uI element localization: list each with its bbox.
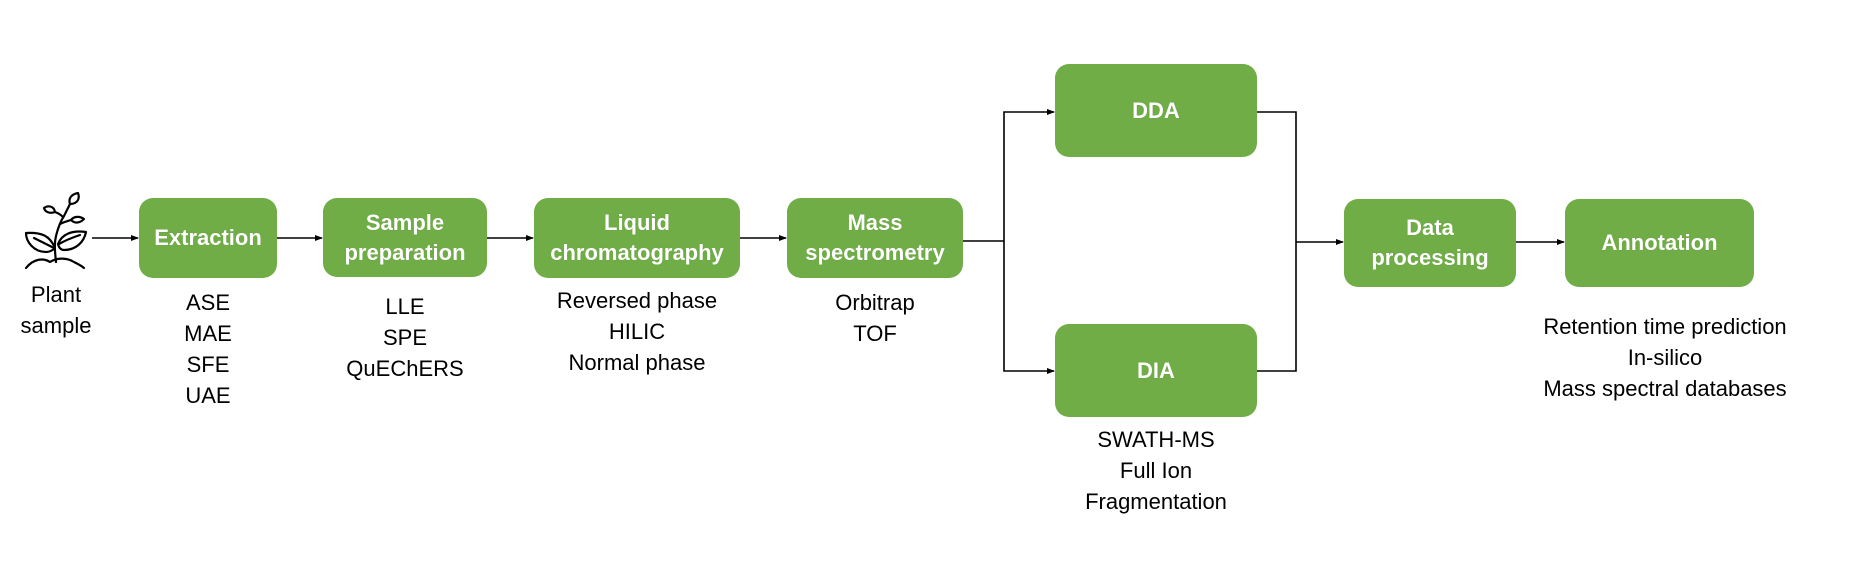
annotation-title: Annotation (1601, 230, 1718, 255)
method-ase: ASE (185, 290, 231, 315)
plant-label-line-1: Plant (30, 282, 82, 307)
method-orbitrap: Orbitrap (835, 290, 915, 315)
sample-preparation-title-line-2: preparation (344, 239, 466, 265)
sample-preparation-title-line-1: Sample (365, 209, 445, 235)
method-tof: TOF (853, 321, 897, 346)
sample-preparation-methods: LLE SPE QuEChERS (325, 291, 485, 384)
plant-sample-label: Plant sample (10, 279, 102, 341)
data-processing-title-line-2: processing (1371, 245, 1489, 270)
mass-spectrometry-methods: Orbitrap TOF (795, 287, 955, 349)
method-mass-spectral-databases: Mass spectral databases (1543, 376, 1787, 401)
method-sfe: SFE (186, 352, 230, 377)
method-reversed-phase: Reversed phase (556, 288, 718, 313)
sample-preparation-box: Sample preparation (323, 198, 487, 277)
dia-title: DIA (1137, 357, 1175, 383)
data-processing-box: Data processing (1344, 199, 1516, 287)
lc-title-line-2: chromatography (550, 240, 724, 265)
method-fragmentation: Fragmentation (1085, 489, 1227, 514)
lc-title-line-1: Liquid (604, 210, 670, 235)
arrow-ms-to-dda (1003, 109, 1055, 241)
data-processing-title-line-1: Data (1406, 215, 1454, 240)
method-swath-ms: SWATH-MS (1097, 427, 1215, 452)
method-hilic: HILIC (608, 319, 666, 344)
plant-label-line-2: sample (20, 313, 92, 338)
method-normal-phase: Normal phase (568, 350, 706, 375)
ms-title-line-2: spectrometry (805, 240, 945, 265)
annotation-methods: Retention time prediction In-silico Mass… (1510, 311, 1820, 404)
method-quechers: QuEChERS (346, 356, 464, 381)
dda-title: DDA (1132, 97, 1180, 123)
method-uae: UAE (185, 383, 231, 408)
plant-sprout-icon (24, 192, 88, 270)
annotation-box: Annotation (1565, 199, 1754, 287)
extraction-box: Extraction (139, 198, 277, 278)
extraction-methods: ASE MAE SFE UAE (128, 287, 288, 411)
dda-box: DDA (1055, 64, 1257, 157)
mass-spectrometry-box: Mass spectrometry (787, 198, 963, 278)
method-lle: LLE (385, 294, 425, 319)
dia-methods: SWATH-MS Full Ion Fragmentation (1056, 424, 1256, 517)
method-full-ion: Full Ion (1119, 458, 1193, 483)
connector-dda-merge (1257, 111, 1297, 372)
dia-box: DIA (1055, 324, 1257, 417)
method-in-silico: In-silico (1627, 345, 1703, 370)
extraction-title: Extraction (154, 225, 262, 250)
liquid-chromatography-methods: Reversed phase HILIC Normal phase (537, 285, 737, 378)
arrow-ms-to-dia (1003, 241, 1055, 374)
method-spe: SPE (382, 325, 428, 350)
liquid-chromatography-box: Liquid chromatography (534, 198, 740, 278)
ms-title-line-1: Mass (847, 210, 903, 235)
method-mae: MAE (184, 321, 232, 346)
method-retention-time-prediction: Retention time prediction (1543, 314, 1787, 339)
